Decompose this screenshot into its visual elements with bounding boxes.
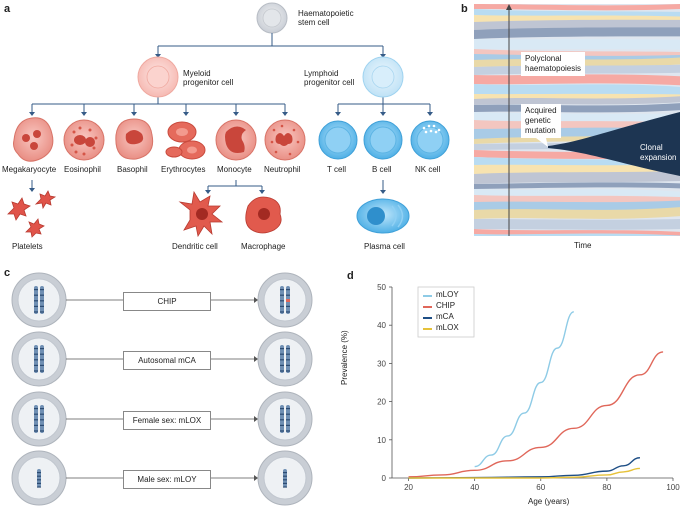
monocyte-label: Monocyte [217,165,252,174]
polyclonal-callout: Polyclonal haematopoiesis [521,52,586,76]
clonal-expansion-label: Clonal expansion [640,143,677,162]
dendritic-label: Dendritic cell [172,242,218,251]
monocyte-icon [215,119,257,161]
x-axis-label: Age (years) [528,497,570,506]
legend-swatch-mca [423,317,432,319]
row-label-chip: CHIP [123,292,211,311]
time-label: Time [574,241,592,250]
neutrophil-icon [264,119,306,161]
eosinophil-label: Eosinophil [64,165,101,174]
nucleus-icon [263,337,307,381]
series-line-mloy [474,311,575,468]
legend-swatch-chip [423,306,432,308]
y-tick-label: 20 [377,398,386,407]
platelets-icon [7,190,57,238]
nucleus-icon [17,397,61,441]
arrow-icon [254,475,258,481]
series-line-chip [408,351,664,478]
b-cell-label: B cell [372,165,392,174]
y-tick-label: 10 [377,436,386,445]
megakaryocyte-icon [13,117,54,162]
eosinophil-icon [63,119,105,161]
lymphoid-label: Lymphoid progenitor cell [304,69,355,87]
legend-label: mLOY [436,290,459,299]
panel-d-letter: d [347,270,354,282]
arrow-icon [254,356,258,362]
plasma-cell-icon [356,198,410,234]
panel-c-letter: c [4,267,11,279]
erythrocytes-icon [165,121,206,160]
basophil-label: Basophil [117,165,148,174]
legend-label: mLOX [436,323,459,332]
macrophage-icon [245,196,282,234]
legend-label: CHIP [436,301,456,310]
arrow-icon [254,297,258,303]
myeloid-label: Myeloid progenitor cell [183,69,234,87]
nucleus-icon [263,397,307,441]
series-line-mlox [408,467,640,479]
panel-a-letter: a [4,3,11,15]
y-tick-label: 0 [382,474,387,483]
x-tick-label: 60 [536,483,545,492]
legend-label: mCA [436,312,454,321]
panel-b-letter: b [461,3,468,15]
nk-cell-label: NK cell [415,165,441,174]
stem-cell-label: Haematopoietic stem cell [298,9,354,27]
nucleus-icon [263,278,307,322]
macrophage-label: Macrophage [241,242,286,251]
x-tick-label: 40 [470,483,479,492]
platelets-label: Platelets [12,242,43,251]
nucleus-icon [17,337,61,381]
plasma-label: Plasma cell [364,242,405,251]
y-tick-label: 40 [377,321,386,330]
y-axis-label: Prevalence (%) [340,330,349,385]
legend-swatch-mloy [423,295,432,297]
neutrophil-label: Neutrophil [264,165,301,174]
x-tick-label: 20 [404,483,413,492]
chromosome-icon [37,469,41,487]
t-cell-label: T cell [327,165,346,174]
nk-cell-icon [410,120,450,160]
nucleus-icon [17,278,61,322]
mutation-mark [286,299,290,302]
arrow-icon [254,416,258,422]
row-label-autosomal: Autosomal mCA [123,351,211,370]
chromosome-icon [283,469,287,487]
row-label-mloy: Male sex: mLOY [123,470,211,489]
basophil-icon [115,118,154,160]
x-tick-label: 100 [666,483,680,492]
megakaryocyte-label: Megakaryocyte [2,165,57,174]
row-label-mlox: Female sex: mLOX [123,411,211,430]
b-cell-icon [363,120,403,160]
x-tick-label: 80 [602,483,611,492]
dendritic-cell-icon [178,190,224,238]
y-tick-label: 30 [377,359,386,368]
legend-swatch-mlox [423,328,432,330]
t-cell-icon [318,120,358,160]
y-tick-label: 50 [377,283,386,292]
erythrocytes-label: Erythrocytes [161,165,206,174]
acquired-mutation-callout: Acquired genetic mutation [521,104,561,138]
